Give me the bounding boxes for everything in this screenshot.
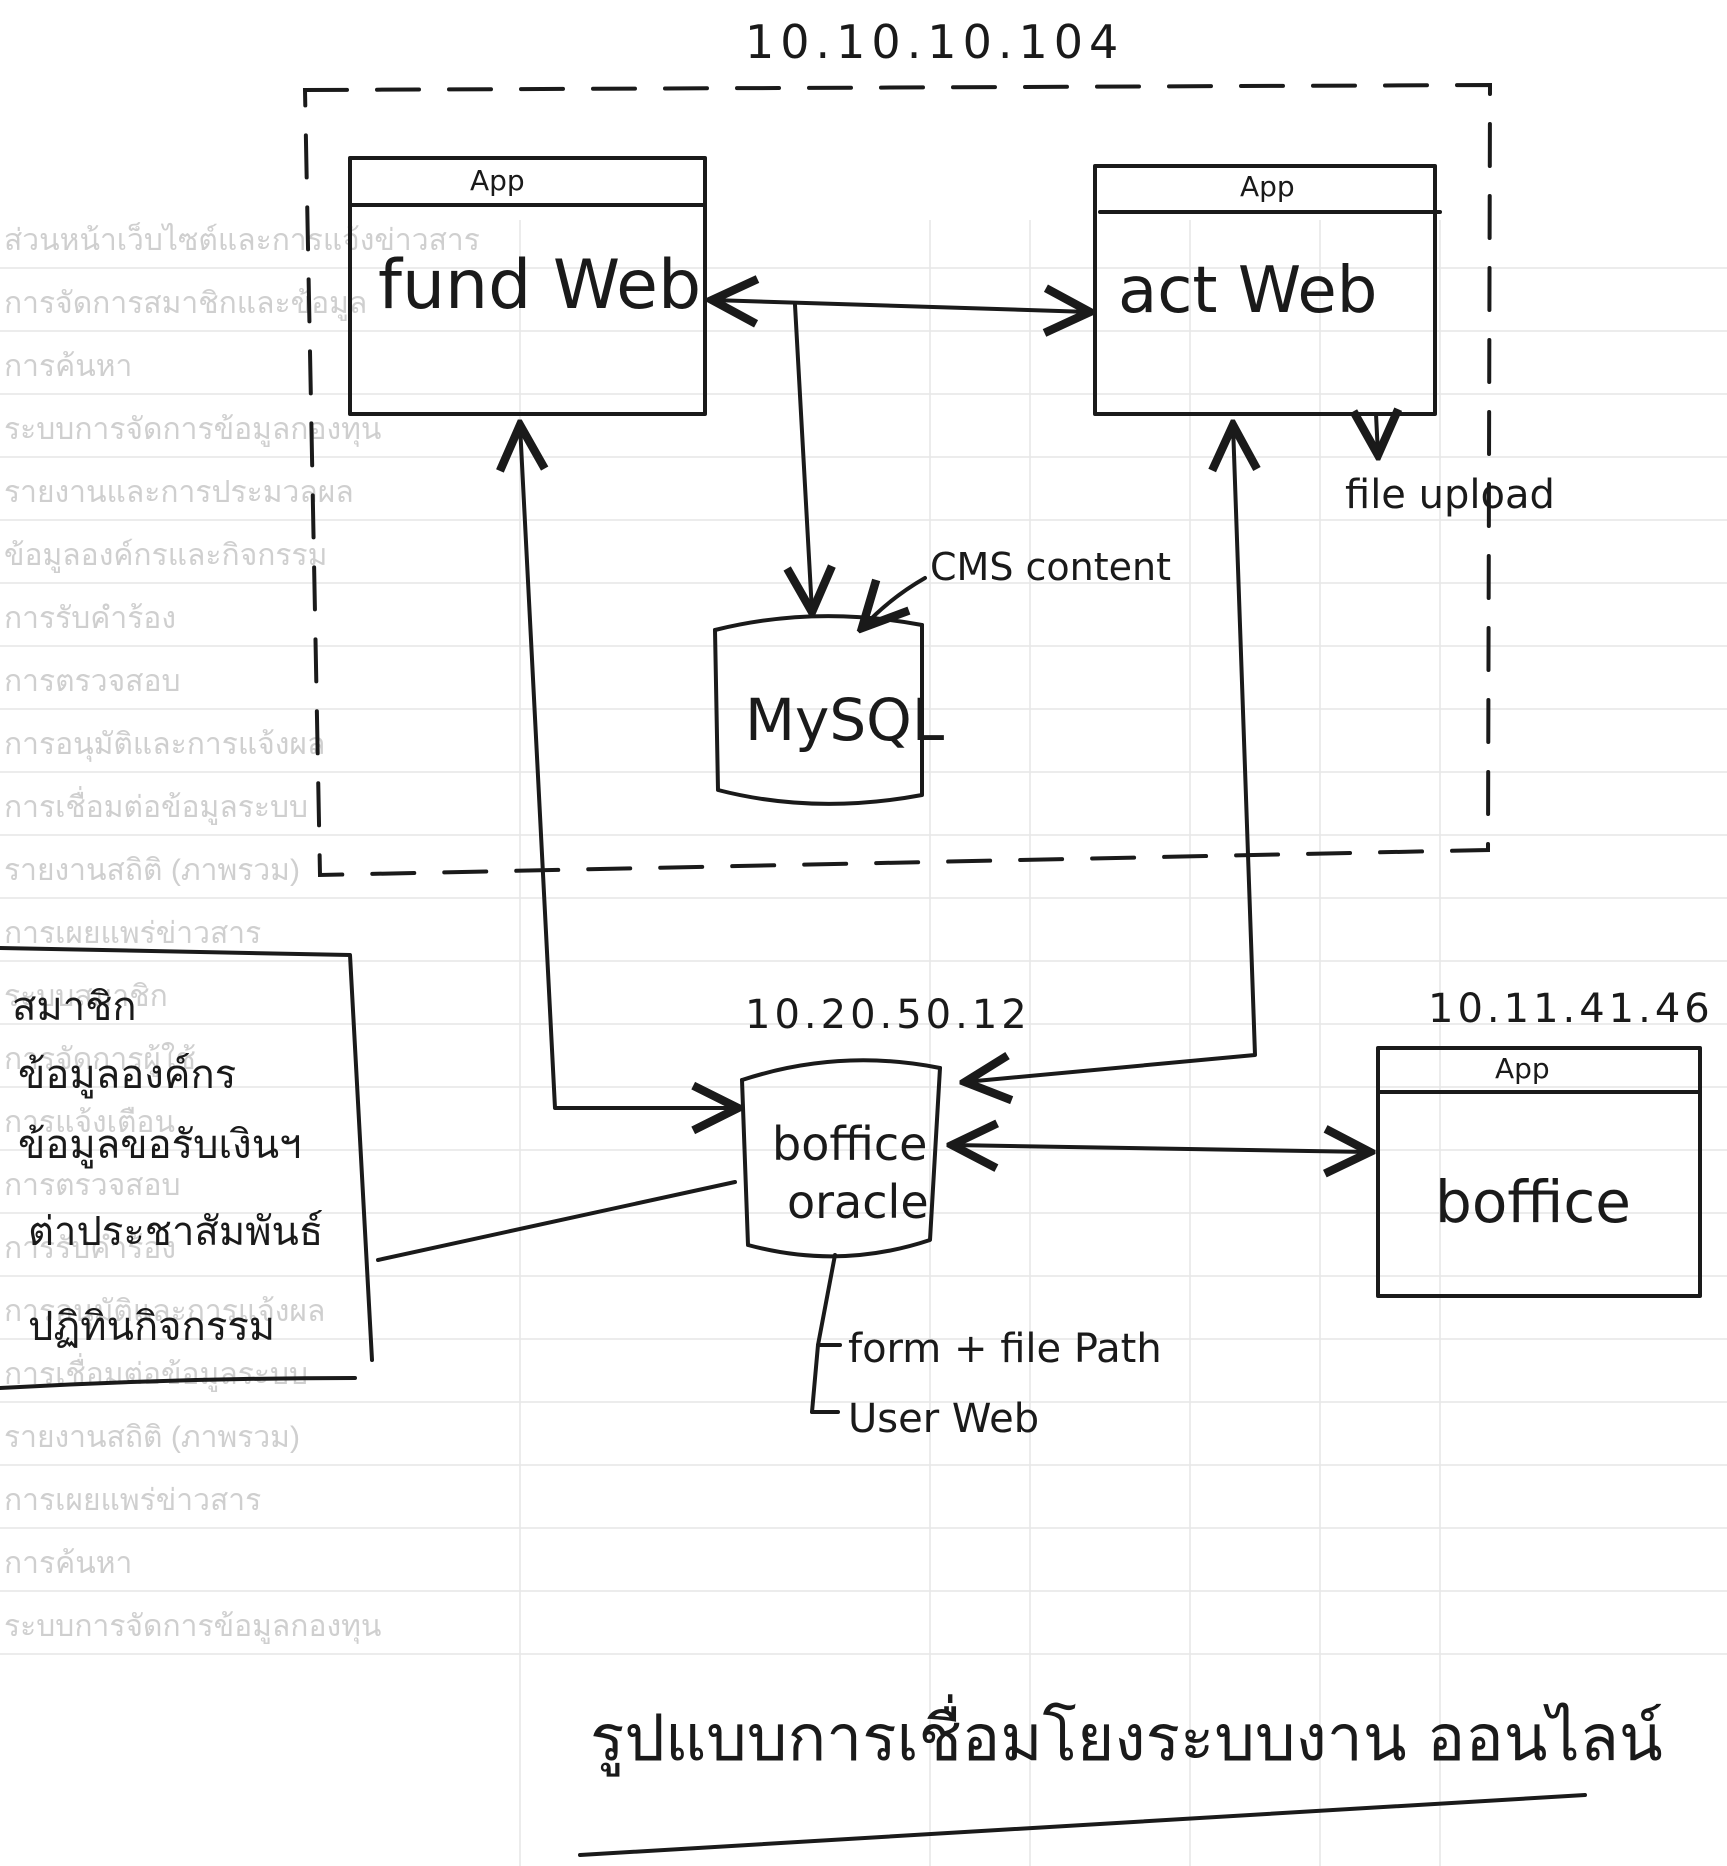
fund-web-node: App fund Web (348, 156, 707, 416)
background-row-text: การแจ้งเตือน (4, 1106, 175, 1139)
fund-web-tag: App (470, 164, 525, 197)
background-row-text: รายงานและการประมวลผล (4, 476, 354, 509)
background-row-text: การรับคำร้อง (4, 1232, 176, 1265)
fund-oracle-link (520, 425, 738, 1108)
background-row-text: การอนุมัติและการแจ้งผล (4, 728, 325, 763)
web-mysql-link (795, 303, 812, 612)
background-row-text: รายงานสถิติ (ภาพรวม) (4, 1421, 300, 1454)
oracle-note-form-path: form + file Path (848, 1326, 1162, 1372)
oracle-label-line1: boffice (772, 1117, 927, 1171)
boffice-app-node: 10.11.41.46 App boffice (1376, 986, 1714, 1298)
background-row-text: ส่วนหน้าเว็บไซต์และการแจ้งข่าวสาร (4, 221, 480, 257)
data-list-item: ปฏิทินกิจกรรม (28, 1304, 275, 1350)
fund-act-link (712, 300, 1090, 312)
data-list-item: สมาชิก (12, 984, 137, 1030)
background-row-text: ระบบการจัดการข้อมูลกองทุน (4, 413, 381, 448)
background-row-text: การตรวจสอบ (4, 1169, 181, 1202)
data-list-box: สมาชิก ข้อมูลองค์กร ข้อมูลขอรับเงินฯ ต่า… (0, 946, 737, 1390)
data-list-to-oracle-link (376, 1180, 737, 1262)
file-upload-note: file upload (1345, 472, 1555, 518)
act-web-tag: App (1240, 170, 1295, 203)
background-row-text: การเผยแพร่ข่าวสาร (4, 917, 261, 950)
data-list-item: ข้อมูลองค์กร (18, 1052, 236, 1098)
oracle-boffice-link (952, 1145, 1370, 1152)
background-row-text: การรับคำร้อง (4, 602, 176, 635)
background-row-text: รายงานสถิติ (ภาพรวม) (4, 854, 300, 887)
oracle-ip-label: 10.20.50.12 (745, 992, 1031, 1038)
background-row-text: การเผยแพร่ข่าวสาร (4, 1484, 261, 1517)
background-row-text: การเชื่อมต่อข้อมูลระบบ (4, 786, 308, 825)
boffice-oracle-node: 10.20.50.12 boffice oracle form + file P… (740, 992, 1162, 1442)
data-list-item: ต่าประชาสัมพันธ์ (28, 1209, 323, 1255)
background-row-text: การจัดการผู้ใช้ (4, 1042, 196, 1077)
data-list-item: ข้อมูลขอรับเงินฯ (18, 1122, 302, 1168)
boffice-app-tag: App (1495, 1052, 1550, 1085)
cms-content-note: CMS content (930, 545, 1171, 589)
background-row-text: การจัดการสมาชิกและข้อมูล (4, 287, 367, 321)
mysql-label: MySQL (745, 686, 944, 754)
act-web-label: act Web (1118, 254, 1377, 328)
cms-note-arrow (862, 576, 927, 628)
diagram-caption: รูปแบบการเชื่อมโยงระบบงาน ออนไลน์ (590, 1694, 1663, 1777)
act-oracle-link (965, 425, 1255, 1082)
zone-boundary (302, 82, 1493, 878)
background-row-text: ระบบสมาชิก (4, 980, 168, 1013)
background-row-text: การตรวจสอบ (4, 665, 181, 698)
oracle-notes-bracket (810, 1253, 837, 1414)
background-row-text: ระบบการจัดการข้อมูลกองทุน (4, 1610, 381, 1645)
background-row-text: การอนุมัติและการแจ้งผล (4, 1295, 325, 1330)
boffice-app-label: boffice (1435, 1168, 1631, 1236)
oracle-label-line2: oracle (787, 1175, 929, 1229)
file-upload-arrow (1376, 414, 1378, 455)
oracle-note-user-web: User Web (848, 1396, 1039, 1442)
fund-web-label: fund Web (378, 246, 701, 325)
background-row-text: ข้อมูลองค์กรและกิจกรรม (4, 538, 327, 573)
mysql-node: MySQL CMS content (713, 545, 1171, 806)
background-row-text: การค้นหา (4, 350, 132, 383)
background-row-text: การค้นหา (4, 1547, 132, 1580)
boffice-app-ip: 10.11.41.46 (1428, 986, 1714, 1032)
act-web-node: App act Web file upload (1093, 164, 1555, 518)
caption-underline (578, 1793, 1587, 1857)
zone-ip-label: 10.10.10.104 (745, 15, 1124, 69)
